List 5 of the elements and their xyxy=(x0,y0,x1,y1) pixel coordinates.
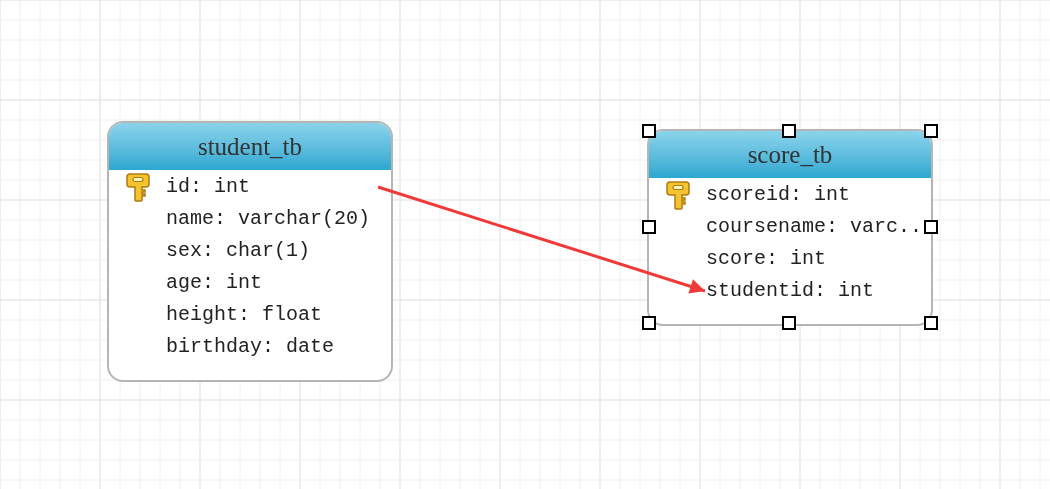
table-box xyxy=(647,129,933,326)
table-title: score_tb xyxy=(649,131,931,178)
arrow xyxy=(377,185,706,294)
table-title: student_tb xyxy=(109,123,391,170)
table-box xyxy=(107,121,393,382)
